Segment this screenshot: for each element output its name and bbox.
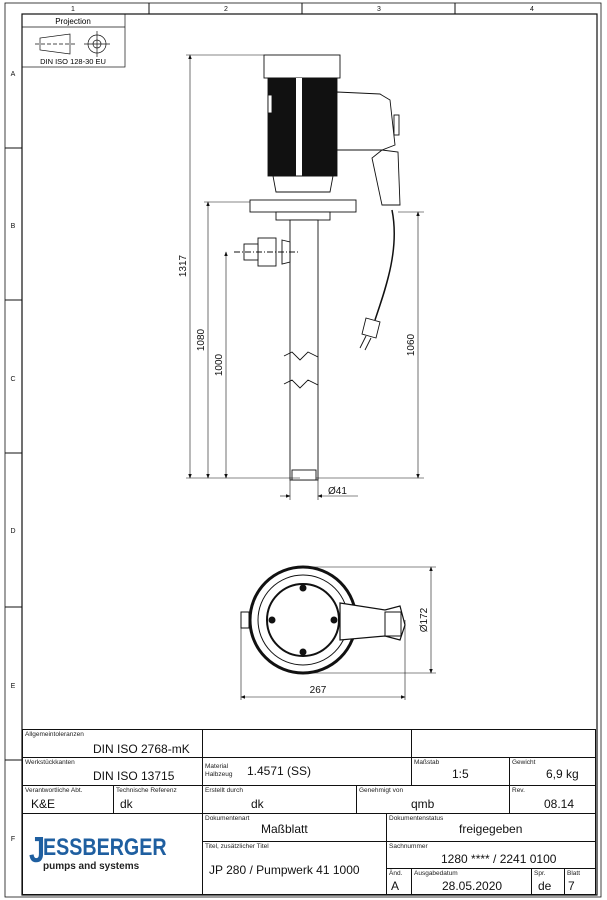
row-label: C: [10, 376, 15, 383]
dimension-diameter-172: Ø172: [419, 607, 430, 632]
projection-box: [21, 13, 126, 68]
cell-created-by: Erstellt durch dk: [202, 785, 357, 814]
rev-value: 08.14: [544, 797, 575, 811]
row-label: F: [11, 836, 15, 843]
row-label: B: [11, 223, 16, 230]
edges-value: DIN ISO 13715: [93, 769, 175, 783]
label: Material: [205, 763, 229, 770]
row-label: A: [11, 71, 16, 78]
cell-doc-status: Dokumentenstatus freigegeben: [386, 813, 596, 842]
title-value: JP 280 / Pumpwerk 41 1000: [209, 863, 360, 877]
language-value: de: [538, 879, 552, 893]
general-tolerances-value: DIN ISO 2768-mK: [93, 742, 190, 756]
pump-top-view: [240, 565, 406, 675]
pump-side-view: [234, 54, 401, 481]
dimension-1000: 1000: [214, 353, 225, 376]
dimension-1060: 1060: [406, 333, 417, 356]
cell-part-number: Sachnummer 1280 **** / 2241 0100: [386, 841, 596, 869]
label: Dokumentenstatus: [389, 815, 444, 822]
projection-standard: DIN ISO 128-30 EU: [40, 57, 106, 66]
created-by-value: dk: [251, 797, 264, 811]
cell-change: Änd. A: [386, 868, 412, 895]
cell-general-tolerances: Allgemeintoleranzen DIN ISO 2768-mK: [22, 729, 203, 758]
dimension-lines: [186, 54, 436, 700]
label: Technische Referenz: [116, 787, 177, 794]
department-value: K&E: [31, 797, 56, 811]
cell-department: Verantwortliche Abt. K&E: [22, 785, 114, 814]
label: Allgemeintoleranzen: [25, 731, 84, 738]
column-label: 3: [377, 6, 381, 13]
dimension-1317: 1317: [178, 254, 189, 277]
change-value: A: [391, 879, 400, 893]
label: Blatt: [567, 870, 581, 877]
column-label: 1: [71, 6, 75, 13]
cell-language: Spr. de: [531, 868, 565, 895]
label: Spr.: [534, 870, 546, 877]
drawing-frame: [4, 2, 602, 898]
cell-title: Titel, zusätzlicher Titel JP 280 / Pumpw…: [202, 841, 387, 895]
tech-ref-value: dk: [120, 797, 133, 811]
label: Genehmigt von: [359, 787, 404, 794]
part-number-value: 1280 **** / 2241 0100: [441, 852, 557, 866]
label: Halbzeug: [205, 771, 233, 778]
cell-doc-type: Dokumentenart Maßblatt: [202, 813, 387, 842]
sheet-value: 7: [568, 879, 575, 893]
cell-weight: Gewicht 6,9 kg: [509, 757, 596, 786]
label: Gewicht: [512, 759, 536, 766]
doc-type-value: Maßblatt: [261, 822, 308, 836]
label: Dokumentenart: [205, 815, 250, 822]
label: Sachnummer: [389, 843, 428, 850]
dimension-267: 267: [310, 685, 327, 696]
cell-material: Material Halbzeug 1.4571 (SS): [202, 757, 412, 786]
cell-tech-ref: Technische Referenz dk: [113, 785, 203, 814]
row-label: E: [11, 683, 16, 690]
cell-approved-by: Genehmigt von qmb: [356, 785, 510, 814]
projection-title: Projection: [55, 17, 91, 26]
cell-empty: [202, 729, 412, 758]
label: Rev.: [512, 787, 525, 794]
label: Ausgabedatum: [414, 870, 458, 877]
cell-empty: [411, 729, 596, 758]
issue-date-value: 28.05.2020: [442, 879, 503, 893]
label: Werkstückkanten: [25, 759, 75, 766]
column-label: 2: [224, 6, 228, 13]
approved-by-value: qmb: [411, 797, 435, 811]
label: Änd.: [389, 870, 403, 877]
label: Verantwortliche Abt.: [25, 787, 83, 794]
cell-sheet: Blatt 7: [564, 868, 596, 895]
cell-scale: Maßstab 1:5: [411, 757, 510, 786]
cell-edges: Werkstückkanten DIN ISO 13715: [22, 757, 203, 786]
dimension-diameter-41: Ø41: [328, 486, 347, 497]
cell-issue-date: Ausgabedatum 28.05.2020: [411, 868, 532, 895]
label: Maßstab: [414, 759, 440, 766]
cell-rev: Rev. 08.14: [509, 785, 596, 814]
dimension-1080: 1080: [196, 328, 207, 351]
material-value: 1.4571 (SS): [247, 764, 312, 778]
row-label: D: [10, 528, 15, 535]
doc-status-value: freigegeben: [459, 822, 523, 836]
logo-cell: J ESSBERGER pumps and systems: [22, 813, 203, 895]
column-label: 4: [530, 6, 534, 13]
label: Titel, zusätzlicher Titel: [205, 843, 269, 850]
weight-value: 6,9 kg: [546, 767, 579, 781]
label: Erstellt durch: [205, 787, 243, 794]
scale-value: 1:5: [452, 767, 469, 781]
